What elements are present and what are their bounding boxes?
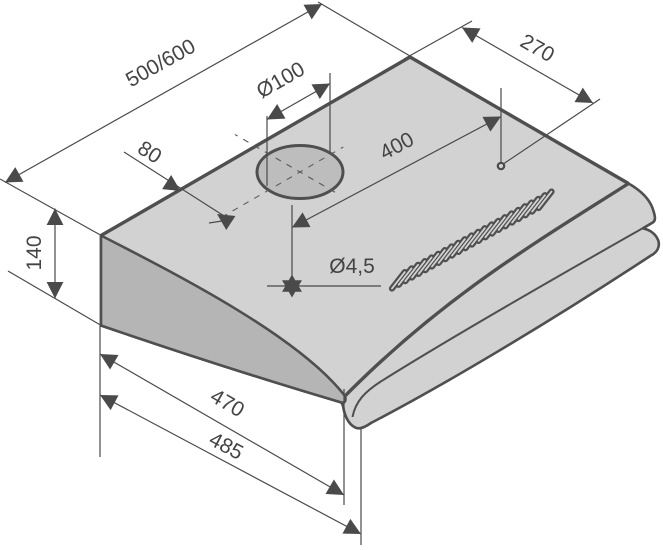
hood-back-edges xyxy=(100,55,630,237)
dimension-line xyxy=(291,115,502,229)
dimension-arrowhead xyxy=(303,0,327,20)
dimension-line xyxy=(503,98,601,164)
dim-label-duct_dia: Ø100 xyxy=(253,58,309,103)
centerline-width-axis xyxy=(219,146,344,219)
dim-label-duct_offset: 80 xyxy=(133,137,165,169)
dimension-line xyxy=(403,20,473,60)
dimension-arrowhead xyxy=(574,87,598,111)
dimension-line xyxy=(99,394,362,535)
centerline-depth-axis xyxy=(234,134,337,194)
dim-label-hole_dia: Ø4,5 xyxy=(329,255,375,278)
dimension-line xyxy=(317,1,411,57)
hood-body xyxy=(99,55,661,430)
dim-label-bottom_depth: 470 xyxy=(206,385,248,422)
dimension-line xyxy=(99,353,345,496)
dimension-arrowhead xyxy=(457,20,481,43)
rear-mounting-hole xyxy=(496,161,506,171)
dimension-line xyxy=(0,178,105,238)
dim-label-width: 500/600 xyxy=(122,35,199,92)
front-rim-separation-line xyxy=(351,221,654,418)
dimension-line xyxy=(4,3,323,184)
dimension-arrowhead xyxy=(46,208,64,225)
dimension-line xyxy=(7,270,104,328)
front-fold-line xyxy=(343,182,630,398)
hood-side-panel xyxy=(99,234,347,404)
dimension-arrowhead xyxy=(262,104,286,127)
dimension-line xyxy=(461,26,594,104)
dimension-arrowhead xyxy=(46,282,64,299)
dim-label-top_depth: 270 xyxy=(516,30,558,67)
dim-label-height: 140 xyxy=(23,235,46,270)
dimension-arrowhead xyxy=(325,479,349,503)
dimension-arrowhead xyxy=(95,346,119,370)
duct-centerlines xyxy=(219,134,344,219)
hood-top-surface xyxy=(99,55,661,430)
dim-label-total_depth: 485 xyxy=(205,428,247,465)
dimension-arrowhead xyxy=(311,76,335,99)
mounting-hole-star-icon xyxy=(282,274,302,298)
